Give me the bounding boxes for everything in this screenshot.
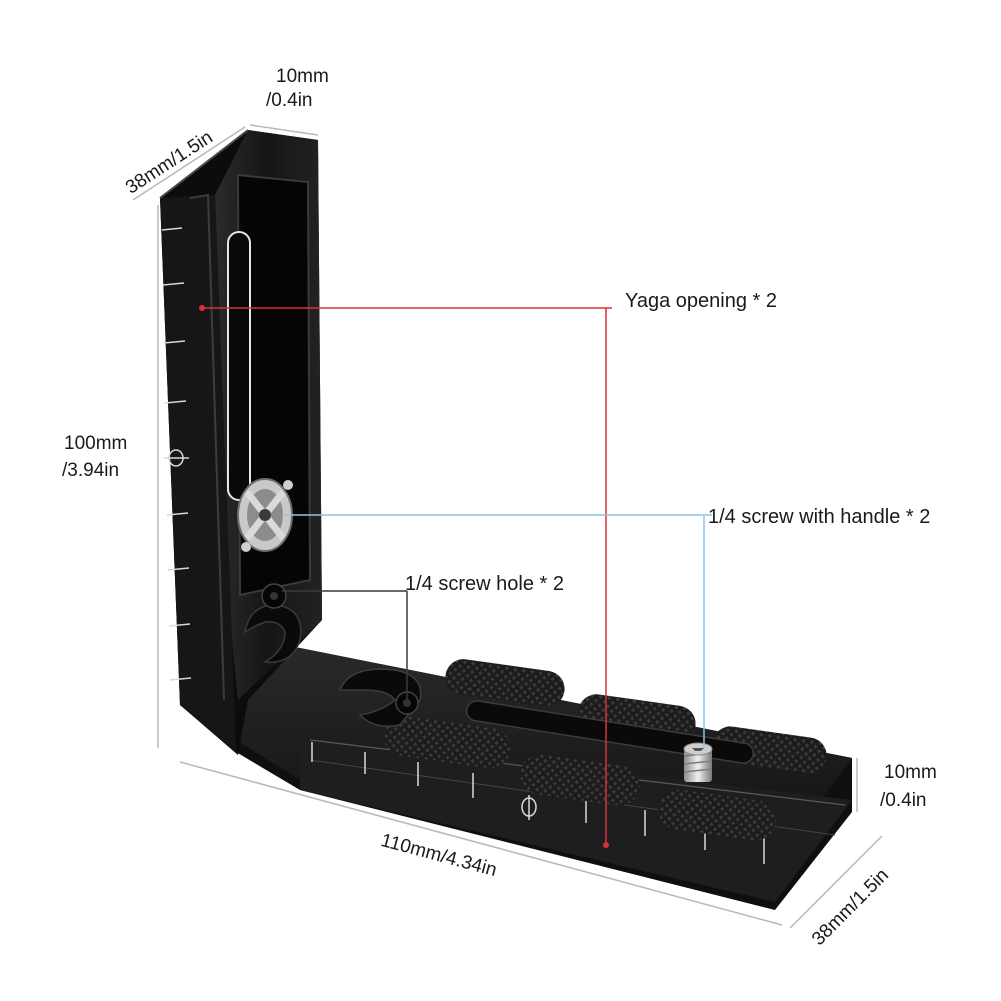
height-mm: 100mm <box>64 433 128 454</box>
top-thickness-mm: 10mm <box>276 66 329 87</box>
base-scale-ticks <box>311 742 765 864</box>
base-screw <box>683 742 713 782</box>
vertical-screw-handle <box>237 478 293 552</box>
base-plate <box>232 640 852 910</box>
dimension-lines <box>132 124 883 929</box>
vertical-slot <box>227 231 251 501</box>
top-thickness-in: /0.4in <box>266 90 313 111</box>
vertical-center-mark <box>164 449 189 467</box>
vertical-scale-ticks <box>161 227 192 681</box>
right-thickness-mm: 10mm <box>884 762 937 783</box>
screw-hole-label: 1/4 screw hole * 2 <box>405 573 564 595</box>
leader-screw-handle <box>282 514 712 748</box>
bottom-width-dimension-line <box>789 835 883 929</box>
screw-handle-label: 1/4 screw with handle * 2 <box>708 506 931 528</box>
height-in: /3.94in <box>62 460 120 481</box>
leader-screw-hole <box>282 590 408 700</box>
yaga-opening-label: Yaga opening * 2 <box>625 290 777 312</box>
right-thickness-in: /0.4in <box>880 790 927 811</box>
length-dimension-line <box>179 761 783 926</box>
base-center-mark <box>521 795 537 820</box>
top-width-dimension-line <box>132 126 246 201</box>
knurled-pads <box>383 659 827 841</box>
vertical-plate <box>159 129 322 755</box>
leader-yaga <box>199 305 612 848</box>
top-thickness-dimension-line <box>249 124 319 136</box>
